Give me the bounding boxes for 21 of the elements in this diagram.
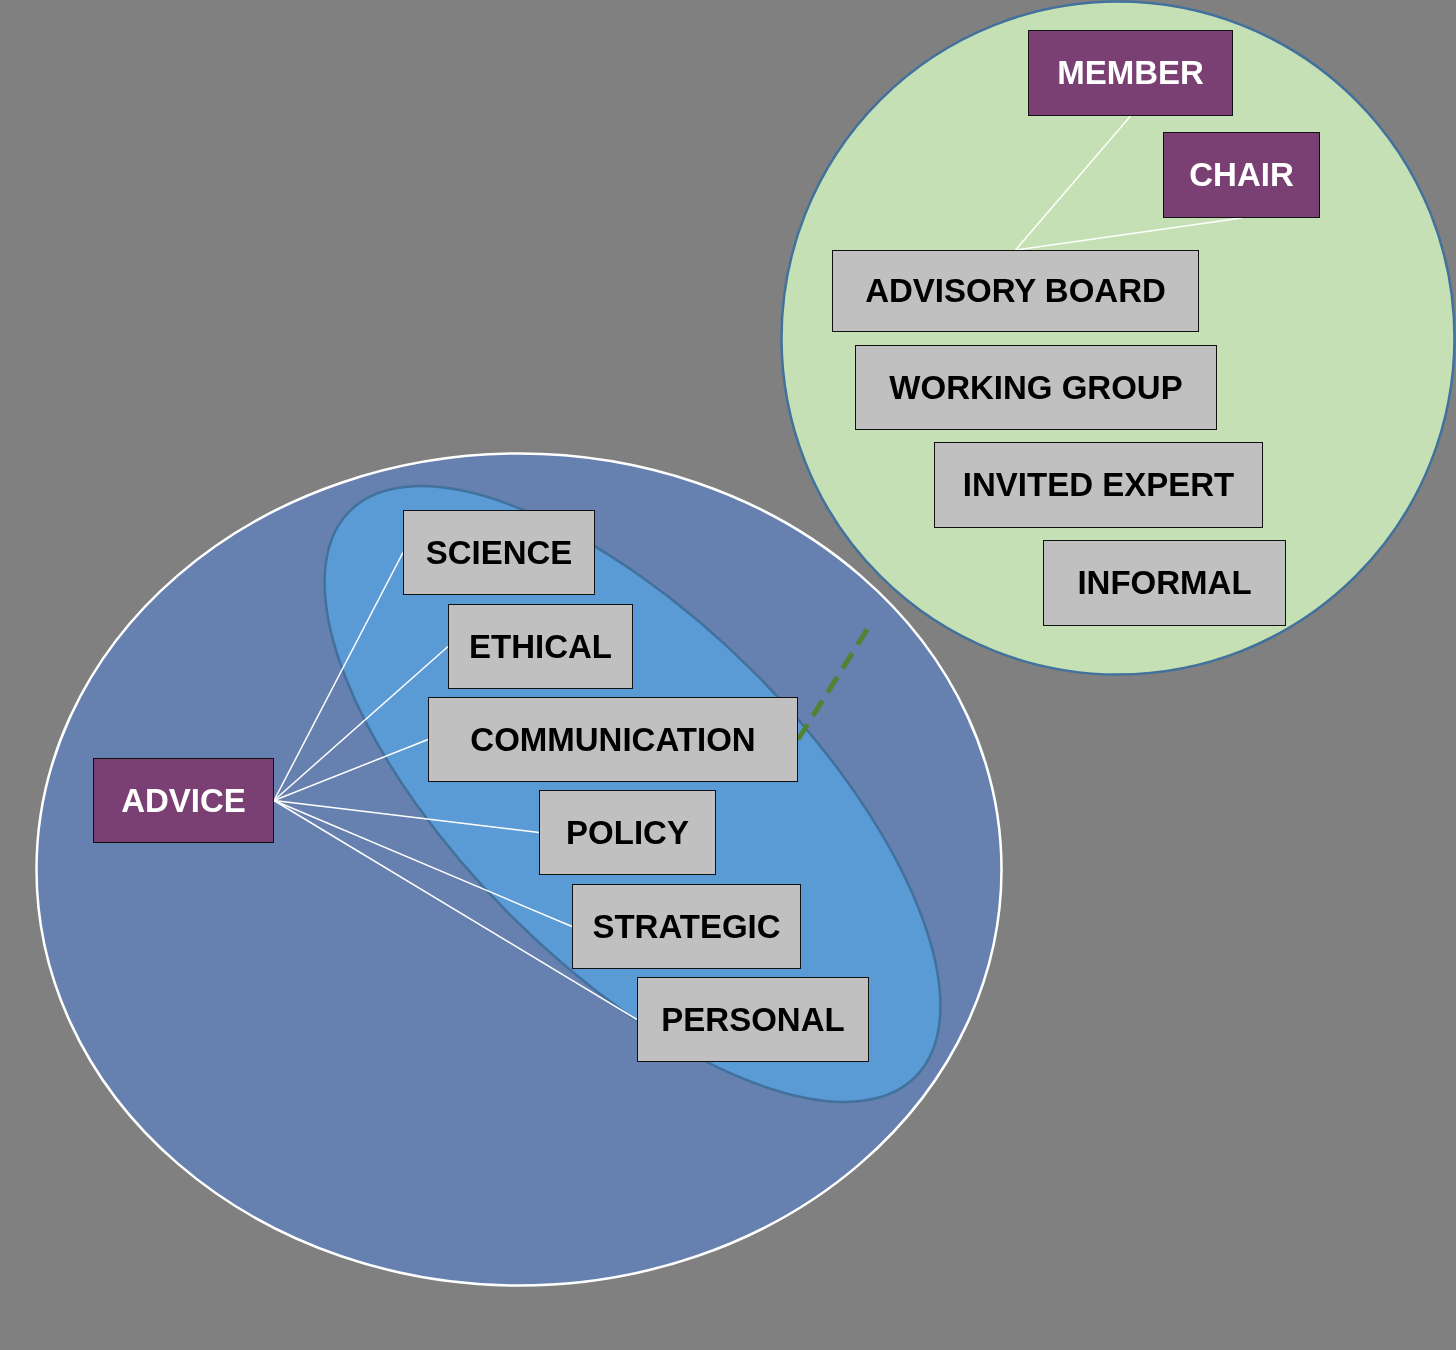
connector-line [273,799,638,1021]
connector-line [273,645,449,802]
category-box: WORKING GROUP [855,345,1217,430]
category-box: INFORMAL [1043,540,1286,626]
role-box: MEMBER [1028,30,1233,116]
connector-line [273,551,404,802]
connector-line [1014,217,1243,251]
category-box: ETHICAL [448,604,633,689]
connector-line [273,799,540,834]
category-box: STRATEGIC [572,884,801,969]
category-box: INVITED EXPERT [934,442,1263,528]
connector-line [1014,115,1132,251]
category-box: POLICY [539,790,716,875]
connector-line [273,738,429,802]
category-box: COMMUNICATION [428,697,798,782]
category-box: PERSONAL [637,977,869,1062]
role-box: CHAIR [1163,132,1320,218]
role-box: ADVICE [93,758,274,843]
connector-line [273,799,573,928]
category-box: SCIENCE [403,510,595,595]
category-box: ADVISORY BOARD [832,250,1199,332]
